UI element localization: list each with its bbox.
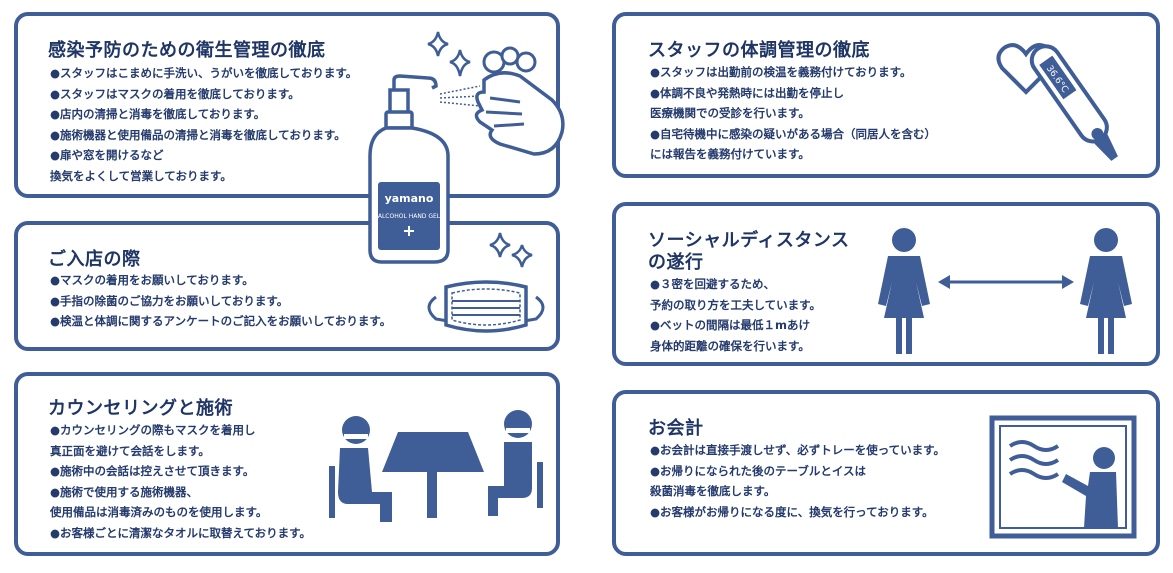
staff-health-list: ●スタッフは出勤前の検温を義務付けております。 ●体調不良や発熱時には出勤を停止…: [650, 62, 936, 165]
list-item: ●施術で使用する施術機器、: [50, 484, 199, 499]
list-item: ●検温と体調に関するアンケートのご記入をお願いしております。: [50, 314, 392, 328]
sparkle-icon: [427, 31, 471, 77]
counseling-card: カウンセリングと施術 ●カウンセリングの際もマスクを着用し 真正面を避けて会話を…: [14, 372, 560, 556]
list-item: ●自宅待機中に感染の疑いがある場合（同居人を含む）: [650, 126, 937, 141]
list-item: 殺菌消毒を徹底します。: [650, 484, 776, 498]
list-item: ●３密を回避するため、: [650, 277, 776, 291]
bottle-label: ALCOHOL HAND GEL: [378, 213, 441, 220]
list-item: ●ベットの間隔は最低１mあけ: [650, 318, 811, 332]
seated-people-table-icon: [329, 410, 543, 522]
checkout-title: お会計: [648, 418, 704, 439]
entry-card: ご入店の際 ●マスクの着用をお願いしております。 ●手指の除菌のご協力をお願いし…: [14, 221, 560, 351]
sanitizer-bottle-icon: yamano ALCOHOL HAND GEL: [368, 74, 450, 264]
list-item: ●お客様がお帰りになる度に、換気を行っております。: [650, 504, 934, 519]
list-item: ●お帰りになられた後のテーブルとイスは: [650, 463, 866, 478]
list-item: ●施術中の会話は控えさせて頂きます。: [50, 464, 255, 478]
distance-card: ソーシャルディスタンス の遂行 ●３密を回避するため、 予約の取り方を工夫してい…: [612, 202, 1160, 366]
list-item: ●カウンセリングの際もマスクを着用し: [50, 423, 256, 437]
staff-health-card: スタッフの体調管理の徹底 ●スタッフは出勤前の検温を義務付けております。 ●体調…: [612, 12, 1160, 178]
list-item: 身体的距離の確保を行います。: [650, 338, 810, 353]
distance-title-line1: ソーシャルディスタンス: [648, 230, 850, 251]
staff-health-title: スタッフの体調管理の徹底: [648, 40, 870, 61]
list-item: 医療機関での受診を行います。: [650, 106, 810, 120]
entry-title: ご入店の際: [48, 249, 141, 270]
entry-list: ●マスクの着用をお願いしております。 ●手指の除菌のご協力をお願いしております。…: [50, 270, 391, 332]
list-item: 予約の取り方を工夫しています。: [650, 297, 822, 312]
counseling-list: ●カウンセリングの際もマスクを着用し 真正面を避けて会話をします。 ●施術中の会…: [50, 420, 311, 543]
list-item: ●スタッフはこまめに手洗い、うがいを徹底しております。: [50, 66, 358, 80]
checkout-list: ●お会計は直接手渡しせず、必ずトレーを使っています。 ●お帰りになられた後のテー…: [650, 440, 945, 522]
distance-title-line2: の遂行: [648, 252, 704, 273]
person-icon: [878, 228, 930, 354]
hygiene-list: ●スタッフはこまめに手洗い、うがいを徹底しております。 ●スタッフはマスクの着用…: [50, 63, 357, 186]
counseling-title: カウンセリングと施術: [48, 398, 233, 419]
washing-hands-icon: [439, 46, 565, 156]
mask-icon: [427, 280, 545, 333]
list-item: ●マスクの着用をお願いしております。: [50, 273, 254, 287]
list-item: ●スタッフはマスクの着用を徹底しております。: [50, 86, 300, 101]
hygiene-title: 感染予防のための衛生管理の徹底: [48, 40, 326, 61]
double-arrow-icon: [938, 275, 1074, 289]
ventilation-window-icon: [989, 415, 1137, 539]
list-item: 使用備品は消毒済みのものを使用します。: [50, 505, 268, 519]
list-item: 換気をよくして営業しております。: [50, 168, 232, 183]
list-item: ●スタッフは出勤前の検温を義務付けております。: [650, 65, 912, 79]
thermometer-icon: 36.6°C: [1029, 44, 1118, 161]
list-item: ●店内の清掃と消毒を徹底しております。: [50, 107, 266, 121]
list-item: ●体調不良や発熱時には出勤を停止し: [650, 85, 845, 100]
person-icon: [1080, 228, 1132, 354]
list-item: ●扉や窓を開けるなど: [50, 148, 164, 162]
list-item: 真正面を避けて会話をします。: [50, 443, 210, 458]
list-item: には報告を義務付けています。: [650, 147, 810, 161]
distance-list: ●３密を回避するため、 予約の取り方を工夫しています。 ●ベットの間隔は最低１m…: [650, 274, 821, 356]
sparkle-icon: [489, 232, 533, 268]
list-item: ●手指の除菌のご協力をお願いしております。: [50, 293, 289, 308]
list-item: ●施術機器と使用備品の清掃と消毒を徹底しております。: [50, 127, 346, 142]
checkout-card: お会計 ●お会計は直接手渡しせず、必ずトレーを使っています。 ●お帰りになられた…: [612, 390, 1160, 556]
list-item: ●お客様ごとに清潔なタオルに取替えております。: [50, 525, 311, 540]
list-item: ●お会計は直接手渡しせず、必ずトレーを使っています。: [650, 443, 946, 457]
bottle-brand: yamano: [385, 192, 434, 205]
